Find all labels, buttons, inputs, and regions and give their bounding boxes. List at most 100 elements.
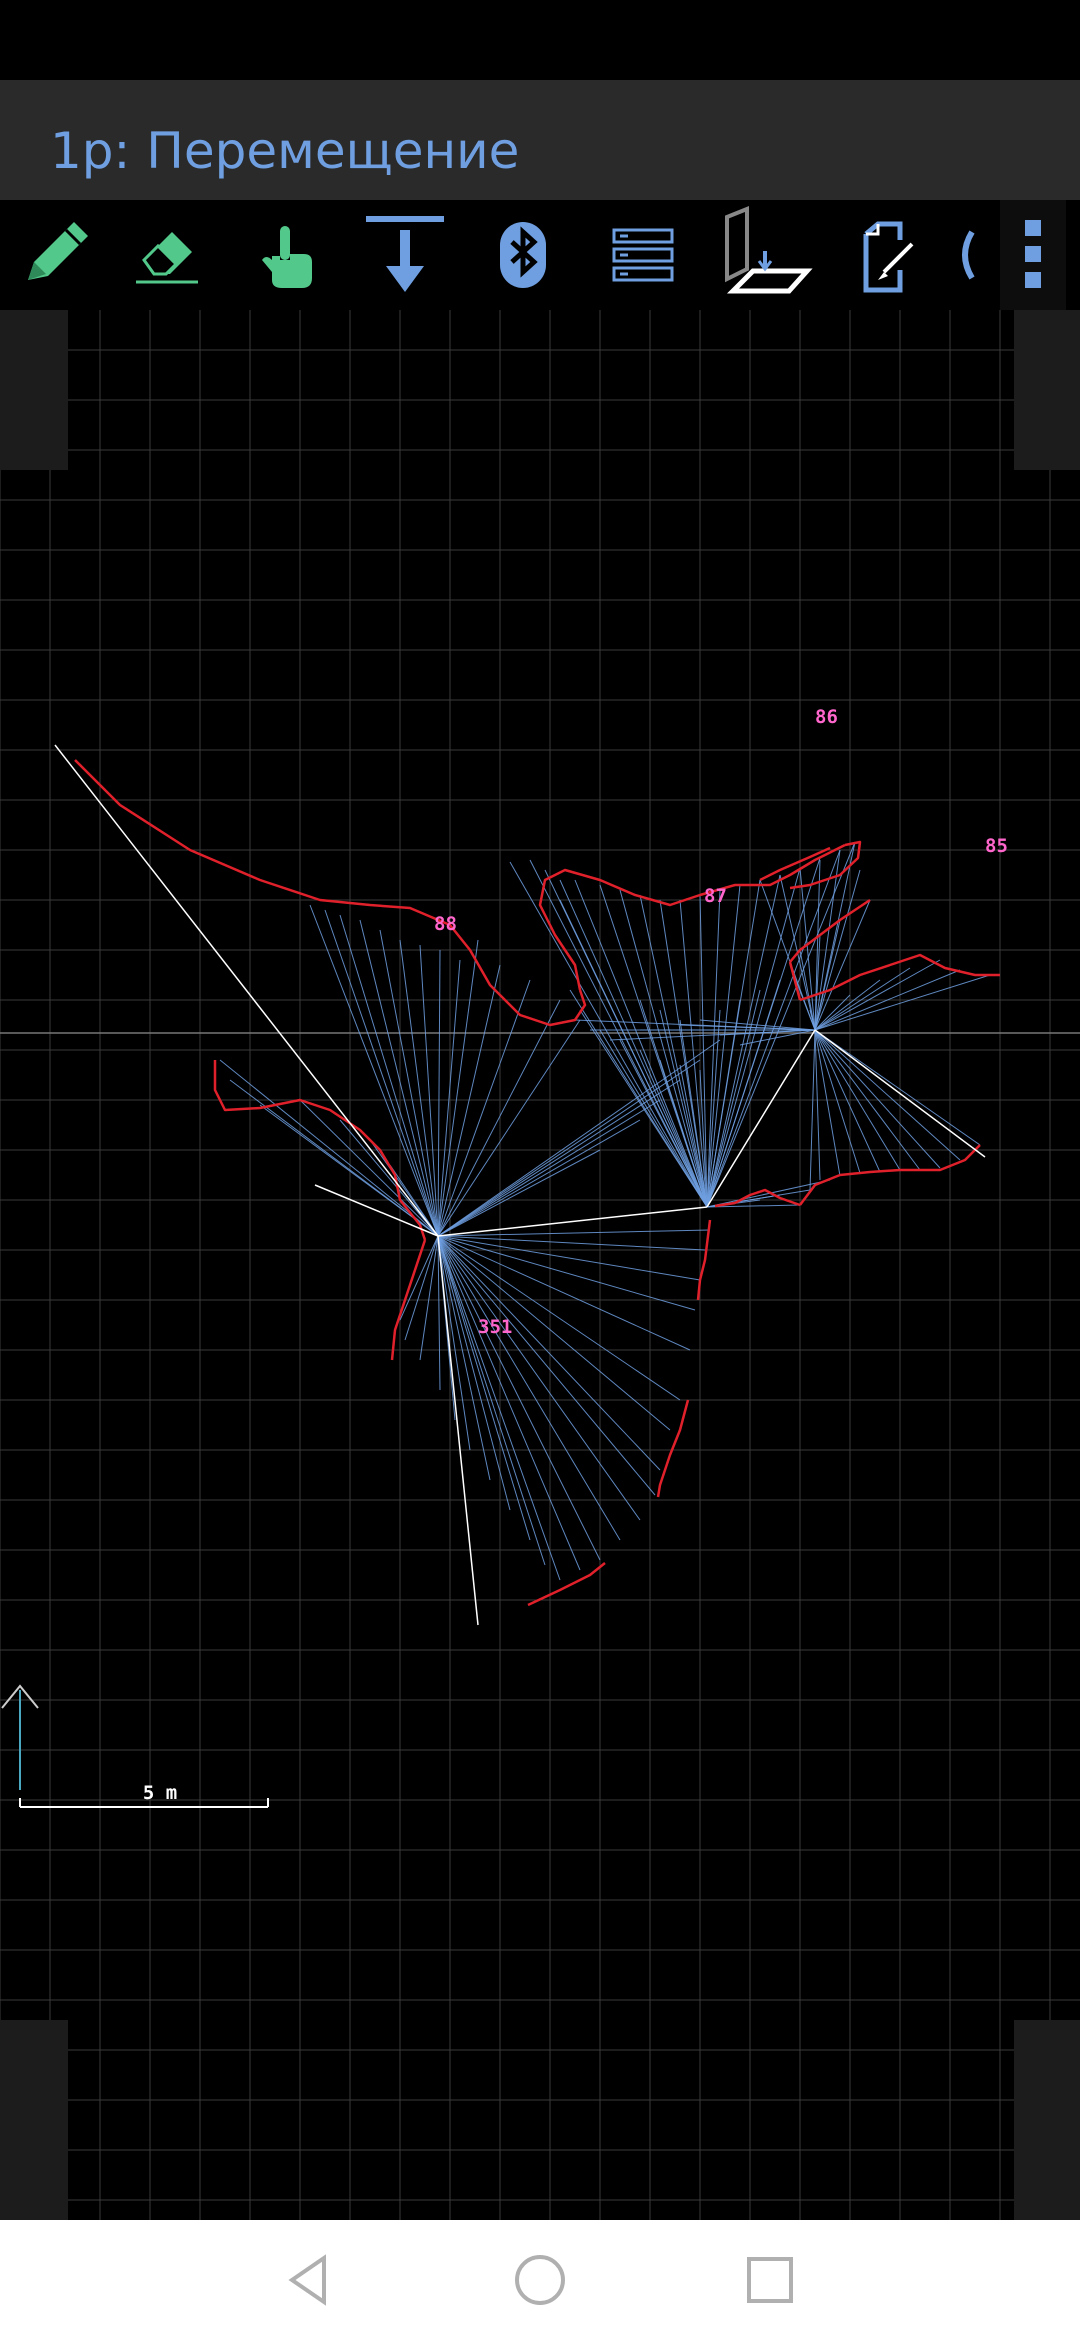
wall-segment <box>714 1201 736 1208</box>
shots-list-button[interactable] <box>588 200 698 310</box>
splay-line <box>809 1029 816 1191</box>
splay-line <box>814 849 841 1031</box>
station-labels: 86 85 87 88 351 <box>434 706 1008 1338</box>
wall-segment <box>74 759 587 1027</box>
wall-outline <box>74 759 1000 1607</box>
splay-line <box>437 1235 661 1471</box>
splay-line <box>437 1149 601 1237</box>
north-arrow <box>1 1684 39 1790</box>
home-icon <box>515 2255 565 2305</box>
splay-line <box>437 1235 441 1391</box>
splay-line <box>814 1029 941 1169</box>
eraser-button[interactable] <box>112 200 222 310</box>
sketch-canvas[interactable]: 86 85 87 88 351 5 m <box>0 299 1080 2220</box>
splay-line <box>814 899 871 1031</box>
home-button[interactable] <box>470 2220 610 2340</box>
splay-line <box>399 1235 439 1321</box>
splay-line <box>814 1029 921 1171</box>
back-button[interactable] <box>240 2220 380 2340</box>
move-button[interactable] <box>232 200 342 310</box>
overflow-menu-button[interactable] <box>1000 200 1066 310</box>
splay-line <box>814 979 881 1031</box>
splay-line <box>706 989 761 1208</box>
splay-line <box>639 894 708 1208</box>
wall-segment <box>538 843 846 991</box>
splay-line <box>739 1029 816 1046</box>
splay-line <box>437 1229 711 1237</box>
splay-line <box>559 879 708 1208</box>
splay-line <box>706 884 741 1208</box>
splay-line <box>799 949 816 1031</box>
splay-line <box>437 1235 691 1351</box>
download-button[interactable] <box>350 200 460 310</box>
splay-line <box>814 994 851 1031</box>
floor-export-button[interactable] <box>708 200 818 310</box>
splay-line <box>579 1009 708 1208</box>
splay-line <box>814 969 961 1031</box>
clipped-icon <box>962 230 975 280</box>
splay-line <box>814 919 841 1031</box>
splay-line <box>437 999 561 1237</box>
splay-line <box>404 1235 439 1341</box>
splay-line <box>437 1039 721 1237</box>
splay-line <box>437 1059 701 1237</box>
wall-segment <box>213 1060 427 1241</box>
splay-line <box>419 1235 439 1361</box>
splay-line <box>706 889 721 1208</box>
splay-line <box>259 1104 439 1237</box>
bluetooth-button[interactable] <box>468 200 578 310</box>
splay-line <box>706 1009 721 1208</box>
survey-leg <box>706 1029 816 1208</box>
overflow-menu-icon <box>1025 220 1041 288</box>
partial-tool-button[interactable] <box>950 200 980 310</box>
splay-line <box>814 959 941 1031</box>
survey-legs <box>54 744 986 1626</box>
app-bar: 1р: Перемещение <box>0 80 1080 200</box>
side-panel-right-bottom <box>1014 2020 1080 2220</box>
splay-line <box>679 899 708 1208</box>
splay-line <box>699 1069 708 1208</box>
splay-line <box>437 1119 641 1237</box>
side-panel-left-bottom <box>0 2020 68 2220</box>
splay-line <box>437 1235 681 1401</box>
splay-line <box>437 1235 511 1511</box>
survey-leg <box>814 1029 986 1158</box>
wall-segment <box>734 1188 801 1207</box>
pencil-button[interactable] <box>0 200 110 310</box>
splay-line <box>324 909 439 1237</box>
survey-leg <box>54 744 439 1237</box>
splay-line <box>437 964 501 1237</box>
splay-line <box>706 841 856 1208</box>
edit-note-button[interactable] <box>828 200 938 310</box>
splay-line <box>437 1235 581 1571</box>
splay-line <box>679 1064 708 1208</box>
splay-line <box>814 974 991 1031</box>
splay-line <box>814 1029 901 1171</box>
splay-line <box>219 1059 439 1237</box>
splay-line <box>619 889 708 1208</box>
splay-line <box>814 1029 841 1177</box>
splay-line <box>814 869 861 1031</box>
recents-icon <box>747 2257 793 2303</box>
splay-line <box>599 1029 708 1208</box>
splay-line <box>339 914 439 1237</box>
station-label: 351 <box>478 1316 512 1338</box>
splay-line <box>339 1119 439 1237</box>
splay-line <box>309 904 439 1237</box>
side-panel-left-top <box>0 310 68 470</box>
scale-label: 5 m <box>143 1782 177 1804</box>
splay-line <box>437 1235 621 1541</box>
side-panel-right-top <box>1014 310 1080 470</box>
sketch-map[interactable]: 86 85 87 88 351 5 m <box>0 299 1080 2220</box>
system-nav-bar <box>0 2220 1080 2340</box>
wall-segment <box>390 1239 427 1361</box>
wall-segment <box>788 961 802 1001</box>
page-title: 1р: Перемещение <box>50 122 520 180</box>
splay-line <box>437 1235 491 1481</box>
splay-line <box>706 874 781 1208</box>
wall-segment <box>799 1144 981 1206</box>
recents-button[interactable] <box>700 2220 840 2340</box>
splay-line <box>679 1024 816 1031</box>
back-icon <box>288 2254 326 2306</box>
splay-line <box>437 1235 601 1561</box>
